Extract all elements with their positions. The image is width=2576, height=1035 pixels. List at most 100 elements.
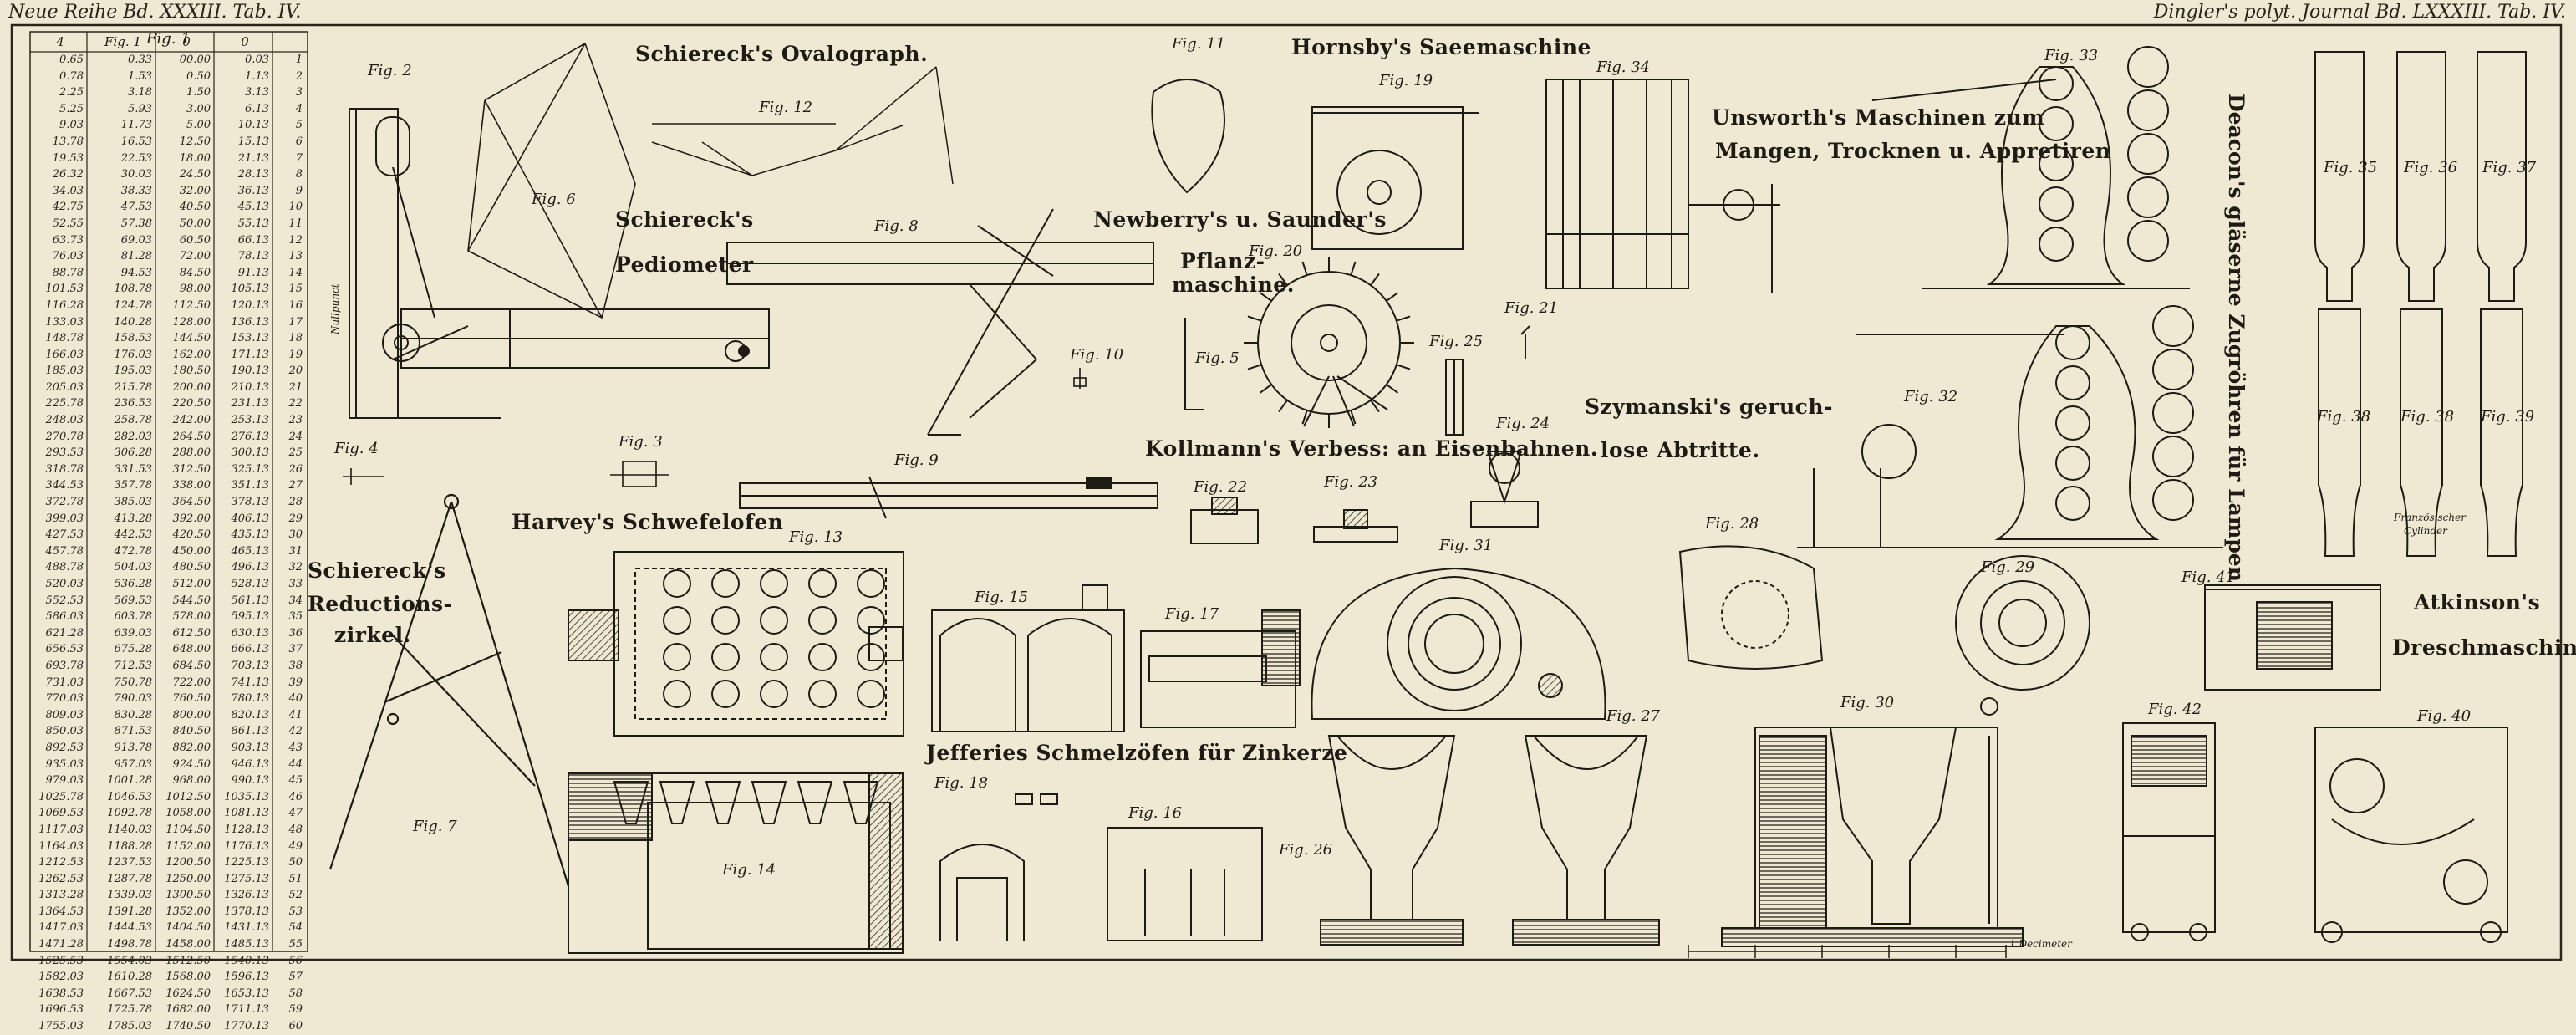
fig-label-35: Fig. 35: [2324, 159, 2378, 176]
fig1-table-cell: 1069.53: [38, 807, 84, 820]
fig-label-33: Fig. 33: [2044, 47, 2099, 64]
title-pediometer-line1: Schiereck's: [615, 207, 754, 232]
roller-circle: [2152, 479, 2194, 521]
fig1-table-cell: 52: [288, 889, 303, 902]
fig-label-34: Fig. 34: [1596, 59, 1651, 76]
fig1-table-cell: 36: [288, 626, 303, 640]
fig1-table-cell: 306.28: [114, 446, 153, 460]
fig-label-10: Fig. 10: [1070, 346, 1124, 364]
fig1-table-cell: 37: [288, 643, 303, 656]
fig1-table-cell: 465.13: [231, 544, 270, 558]
fig1-table-cell: 148.78: [45, 332, 84, 345]
deacon-chimneys: [2314, 51, 2527, 557]
title-jefferies: Jefferies Schmelzöfen für Zinkerze: [926, 741, 1348, 765]
fig1-table-cell: 50.00: [179, 217, 211, 230]
fig16-drawing: [1107, 827, 1263, 941]
fig1-table-cell: 176.03: [114, 348, 153, 361]
fig1-table-cell: 1540.13: [224, 954, 269, 967]
fig1-table-cell: 1.13: [245, 69, 269, 83]
fig1-table-cell: 1568.00: [165, 971, 211, 984]
fig34-drawing: [1545, 79, 1780, 293]
fig1-table-cell: 12.50: [179, 135, 211, 148]
fig1-table-cell: 338.00: [172, 479, 211, 492]
fig-label-6: Fig. 6: [532, 191, 576, 208]
title-schwefelofen: Harvey's Schwefelofen: [512, 510, 784, 534]
fig1-table-cell: 871.53: [114, 725, 153, 738]
fig1-table-cell: 30.03: [120, 168, 152, 181]
burner-circle: [857, 643, 885, 671]
fig1-table-cell: 1081.13: [224, 807, 269, 820]
fig1-table-cell: 595.13: [231, 610, 270, 624]
fig1-table-cell: 84.50: [179, 266, 211, 279]
fig1-table-cell: 364.50: [172, 496, 211, 509]
fig21-drawing: [1520, 325, 1530, 359]
title-reductionszirkel-line2: Reductions-: [308, 592, 453, 616]
fig8-drawing: [726, 208, 1154, 436]
fig1-table-cell: 166.03: [45, 348, 84, 361]
fig1-table-cell: 520.03: [45, 578, 84, 590]
fig15-drawing: [931, 584, 1125, 732]
fig-label-2: Fig. 2: [368, 62, 412, 79]
fig1-table-cell: 903.13: [231, 741, 270, 754]
fig1-table-cell: 861.13: [231, 725, 270, 738]
fig1-table-cell: 11: [288, 217, 303, 230]
fig1-table-cell: 69.03: [120, 233, 152, 247]
fig1-table-cell: 406.13: [231, 512, 270, 525]
fig-label-3: Fig. 3: [619, 433, 663, 451]
fig1-table-cell: 924.50: [172, 757, 211, 771]
fig1-table-cell: 18.00: [179, 151, 211, 165]
title-kollmann: Kollmann's Verbess: an Eisenbahnen.: [1145, 436, 1599, 461]
fig1-table-cell: 45.13: [237, 201, 269, 214]
fig-label-27: Fig. 27: [1606, 707, 1661, 725]
fig1-table-cell: 528.13: [231, 578, 270, 590]
fig1-table-cell: 621.28: [45, 626, 84, 640]
fig1-table-cell: 94.53: [120, 266, 152, 279]
roller-circle: [2127, 46, 2169, 88]
fig1-table-cell: 24: [288, 430, 303, 443]
burner-circle: [808, 680, 837, 708]
fig26-drawing: [1320, 735, 1464, 946]
fig-label-18: Fig. 18: [934, 774, 989, 792]
fig1-table-cell: 666.13: [231, 643, 270, 656]
fig1-table-cell: 780.13: [231, 692, 270, 706]
burner-circle: [857, 606, 885, 635]
fig1-table-cell: 98.00: [179, 283, 211, 296]
roller-circle: [2055, 365, 2090, 400]
fig1-table-cell: 450.00: [172, 544, 211, 558]
fig1-table-cell: 1200.50: [165, 856, 211, 869]
fig1-table-cell: 351.13: [231, 479, 270, 492]
fig1-table-cell: 3.00: [186, 102, 211, 115]
fig1-table-cell: 48: [288, 823, 303, 836]
fig1-table-cell: 42: [288, 725, 303, 738]
plate-header-right: Dingler's polyt. Journal Bd. LXXXIII. Ta…: [2153, 2, 2566, 23]
fig1-table-cell: 63.73: [52, 233, 84, 247]
fig-label-7: Fig. 7: [413, 818, 457, 835]
fig1-table-cell: 4: [295, 102, 303, 115]
fig-label-31: Fig. 31: [1439, 537, 1494, 554]
fig-label-28: Fig. 28: [1705, 515, 1759, 533]
fig1-table-cell: 108.78: [114, 283, 153, 296]
fig1-table-cell: 1352.00: [165, 905, 211, 918]
fig1-table-cell: 32: [288, 561, 303, 574]
fig-label-4: Fig. 4: [334, 440, 379, 457]
engraved-plate: [10, 23, 2563, 961]
label-franzoesischer-line2: Cylinder: [2404, 525, 2447, 537]
fig1-table-cell: 19.53: [52, 151, 84, 165]
fig32-drawing: [1797, 325, 2223, 548]
fig1-table-cell: 57: [288, 971, 303, 984]
fig28-drawing: [1678, 545, 1824, 670]
fig-label-32: Fig. 32: [1904, 388, 1958, 405]
fig1-table-cell: 1444.53: [107, 921, 152, 935]
fig-label-38b: Fig. 38: [2400, 408, 2455, 426]
fig1-table-cell: 1.50: [186, 86, 211, 99]
fig1-table-cell: 220.50: [172, 397, 211, 410]
gear-tooth: [1370, 273, 1380, 286]
fig22-drawing: [1190, 497, 1259, 544]
fig1-table-cell: 3.13: [245, 86, 269, 99]
fig1-table-cell: 1188.28: [107, 839, 152, 853]
fig32-rollers: [2055, 305, 2194, 521]
fig1-table-cell: 413.28: [114, 512, 153, 525]
fig1-table-cell: 16: [288, 298, 303, 312]
fig1-table-cell: 544.50: [172, 594, 211, 607]
